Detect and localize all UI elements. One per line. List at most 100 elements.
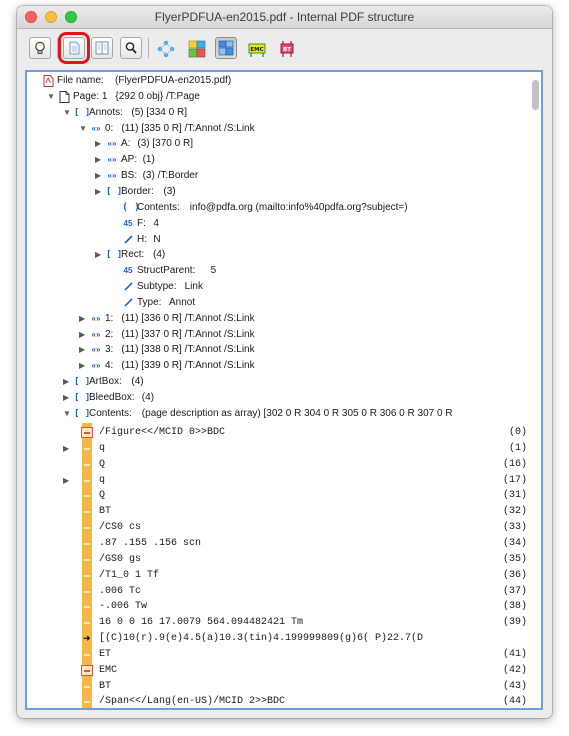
disclosure-collapsed-icon[interactable]: ▶ — [63, 377, 70, 387]
disclosure-expanded-icon[interactable]: ▼ — [79, 123, 87, 133]
content-operator-text[interactable]: .006 Tc — [99, 585, 142, 597]
content-operator-index: (37) — [502, 585, 527, 597]
name-pen-icon — [122, 297, 134, 309]
operator-marker-icon — [84, 590, 90, 593]
disclosure-expanded-icon[interactable]: ▼ — [63, 107, 71, 117]
disclosure-collapsed-icon[interactable]: ▶ — [79, 313, 86, 323]
tree-row-label: StructParent: — [137, 265, 196, 277]
minimize-window-button[interactable] — [45, 11, 57, 23]
tree-nodes-icon — [157, 40, 175, 58]
marked-content-toggle-icon[interactable] — [81, 664, 93, 676]
tree-row-label: Subtype: — [137, 281, 177, 293]
vertical-scrollbar-thumb[interactable] — [532, 80, 539, 110]
marked-content-toggle-icon[interactable] — [81, 427, 93, 438]
disclosure-collapsed-icon[interactable]: ▶ — [79, 361, 86, 371]
content-operator-text[interactable]: -.006 Tw — [99, 601, 148, 613]
operator-marker-icon — [84, 701, 90, 704]
content-operator-text[interactable]: /T1_0 1 Tf — [99, 569, 160, 581]
content-operator-text[interactable]: BT — [99, 680, 112, 692]
tree-row-label: F: — [137, 217, 146, 229]
dictionary-icon: «» — [91, 329, 101, 339]
name-pen-icon — [122, 281, 134, 293]
tree-row-label: BleedBox: — [89, 392, 135, 403]
content-operator-text[interactable]: /Span<</Lang(en-US)/MCID 2>>BDC — [99, 696, 286, 708]
svg-text:EMC: EMC — [250, 47, 263, 53]
disclosure-collapsed-icon[interactable]: ▶ — [63, 393, 70, 402]
disclosure-expanded-icon[interactable]: ▼ — [63, 408, 71, 418]
content-operator-index: (17) — [502, 474, 527, 486]
zoom-window-button[interactable] — [65, 11, 77, 23]
content-operator-text[interactable]: .87 .155 .156 scn — [99, 537, 202, 549]
operator-marker-icon — [84, 527, 90, 530]
tree-row-value: (5) [334 0 R] — [131, 106, 187, 118]
tree-row-value: (3) — [163, 185, 176, 197]
content-operator-text[interactable]: /GS0 gs — [99, 553, 142, 565]
info-lightbulb-button[interactable] — [29, 37, 51, 59]
array-brackets-icon: [ ] — [74, 377, 91, 388]
magnifier-icon — [125, 42, 137, 54]
operator-marker-icon — [84, 685, 90, 688]
structure-tree-panel[interactable]: File name:(FlyerPDFUA-en2015.pdf)▼Page: … — [25, 70, 543, 710]
disclosure-collapsed-icon[interactable]: ▶ — [95, 250, 102, 260]
content-operator-index: (42) — [502, 664, 527, 676]
page-icon — [58, 90, 70, 103]
tree-row-value: (11) [336 0 R] /T:Annot /S:Link — [121, 312, 255, 324]
string-parens-icon: ( ) — [122, 201, 141, 213]
tree-row-value: N — [153, 233, 161, 245]
content-operator-text[interactable]: ET — [99, 648, 112, 660]
content-operator-text[interactable]: 16 0 0 16 17.0079 564.094482421 Tm — [99, 617, 304, 629]
dictionary-icon: «» — [91, 345, 101, 355]
operator-marker-icon — [84, 542, 90, 545]
dictionary-icon: «» — [107, 155, 117, 165]
content-operator-index: (38) — [502, 601, 527, 613]
disclosure-collapsed-icon[interactable]: ▶ — [95, 155, 102, 165]
emc-tags-button[interactable]: EMC — [245, 37, 267, 59]
content-operator-index: (43) — [502, 680, 527, 692]
content-operator-text[interactable]: q — [99, 442, 106, 454]
content-operator-index: (39) — [502, 617, 527, 629]
tree-row-label: Contents: — [137, 201, 180, 213]
disclosure-collapsed-icon[interactable]: ▶ — [95, 139, 102, 149]
find-button[interactable] — [120, 37, 142, 59]
content-operator-text[interactable]: /CS0 cs — [99, 522, 142, 534]
content-operator-text[interactable]: BT — [99, 506, 112, 518]
tree-row-label: Rect: — [121, 249, 145, 261]
operator-marker-icon — [84, 463, 90, 466]
operator-marker-icon — [84, 558, 90, 561]
structure-tree-button[interactable] — [154, 37, 176, 59]
close-window-button[interactable] — [25, 11, 37, 23]
colored-blocks-button[interactable] — [185, 37, 207, 59]
disclosure-collapsed-icon[interactable]: ▶ — [79, 329, 86, 339]
emc-tag-icon: EMC — [248, 43, 266, 57]
disclosure-expanded-icon[interactable]: ▼ — [47, 91, 55, 101]
operator-marker-icon — [84, 495, 90, 498]
disclosure-collapsed-icon[interactable]: ▶ — [95, 186, 102, 196]
array-brackets-icon: [ ] — [74, 408, 91, 419]
tree-row-label: Annots: — [89, 106, 123, 118]
split-view-button[interactable] — [91, 37, 113, 59]
tree-row-value: Link — [184, 281, 203, 293]
content-operator-text[interactable]: /Figure<</MCID 0>>BDC — [99, 427, 226, 438]
toolbar-separator — [57, 38, 58, 58]
bt-tags-button[interactable]: BT — [275, 37, 297, 59]
content-operator-text[interactable]: EMC — [99, 664, 118, 676]
array-brackets-icon: [ ] — [74, 107, 91, 118]
tree-row-value: (4) — [131, 376, 144, 388]
content-operator-text[interactable]: Q — [99, 490, 106, 502]
number-icon: 45 — [123, 266, 133, 276]
disclosure-collapsed-icon[interactable]: ▶ — [79, 345, 86, 355]
operator-marker-icon — [84, 622, 90, 625]
dictionary-icon: «» — [107, 171, 117, 181]
blue-blocks-button[interactable] — [215, 37, 237, 59]
blocks-icon — [188, 40, 206, 58]
disclosure-collapsed-icon[interactable]: ▶ — [95, 171, 102, 181]
dictionary-icon: «» — [91, 313, 101, 323]
content-operator-text[interactable]: [(C)10(r).9(e)4.5(a)10.3(tin)4.199999809… — [99, 633, 424, 645]
svg-text:BT: BT — [283, 47, 291, 53]
tree-row-label: ArtBox: — [89, 376, 122, 388]
content-operator-text[interactable]: q — [99, 474, 106, 486]
tree-row-value: (page description as array) [302 0 R 304… — [141, 407, 453, 419]
tree-row-label: Page: 1 — [73, 90, 108, 102]
content-operator-text[interactable]: Q — [99, 458, 106, 470]
document-view-button[interactable] — [58, 32, 90, 64]
